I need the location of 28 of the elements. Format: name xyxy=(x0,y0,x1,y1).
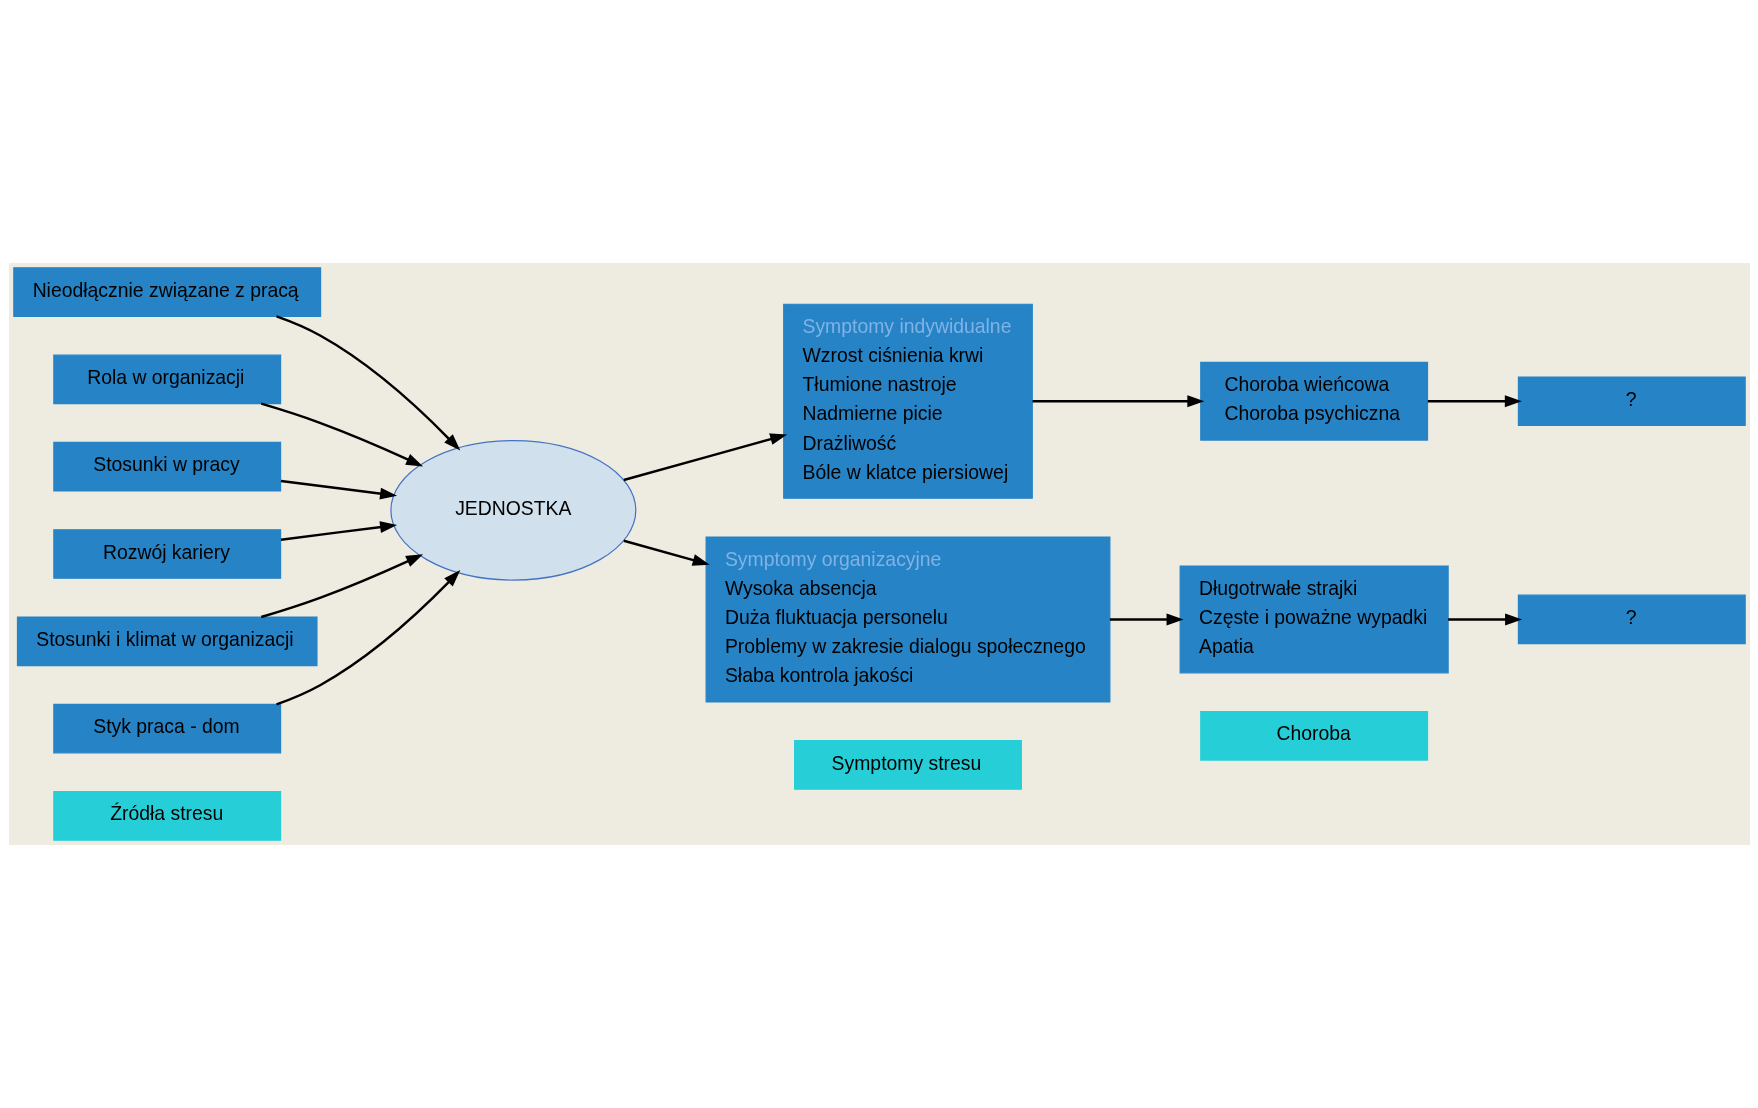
arrow xyxy=(275,315,460,451)
node-box: Styk praca - dom xyxy=(52,703,281,754)
node-box: Symptomy indywidualne Wzrost ciśnienia krwi Tłumione nastroje Nadmierne picie Drażliwość Bóle w klatce piersiowej xyxy=(782,303,1033,499)
arrow xyxy=(280,479,397,500)
node-ellipse: JEDNOSTKA xyxy=(389,440,636,581)
node-box: Symptomy stresu xyxy=(793,740,1022,790)
arrow xyxy=(1109,613,1184,626)
arrow xyxy=(1427,395,1522,408)
node-box: Długotrwałe strajki Częste i poważne wypadki Apatia xyxy=(1179,565,1449,674)
arrow xyxy=(623,433,787,482)
node-box: Stosunki w pracy xyxy=(52,441,281,492)
node-box: Choroba wieńcowa Choroba psychiczna xyxy=(1199,361,1428,441)
node-box: Choroba xyxy=(1199,711,1428,761)
node-box: ? xyxy=(1517,376,1746,427)
node-box: Stosunki i klimat w organizacji xyxy=(16,616,318,667)
arrow xyxy=(623,539,710,566)
arrow xyxy=(260,402,423,467)
node-box: ? xyxy=(1517,594,1746,645)
arrow xyxy=(1447,613,1522,626)
arrow xyxy=(1032,395,1204,408)
node-box: Źródła stresu xyxy=(52,791,281,841)
node-box: Rozwój kariery xyxy=(52,529,281,579)
arrow xyxy=(275,570,460,706)
node-box: Symptomy organizacyjne Wysoka absencja Duża fluktuacja personelu Problemy w zakresie dialogu społecznego Słaba kontrola jakości xyxy=(705,536,1110,703)
node-box: Nieodłącznie związane z pracą xyxy=(12,267,321,317)
arrow xyxy=(260,554,423,619)
arrow xyxy=(280,521,397,541)
node-box: Rola w organizacji xyxy=(52,354,281,405)
